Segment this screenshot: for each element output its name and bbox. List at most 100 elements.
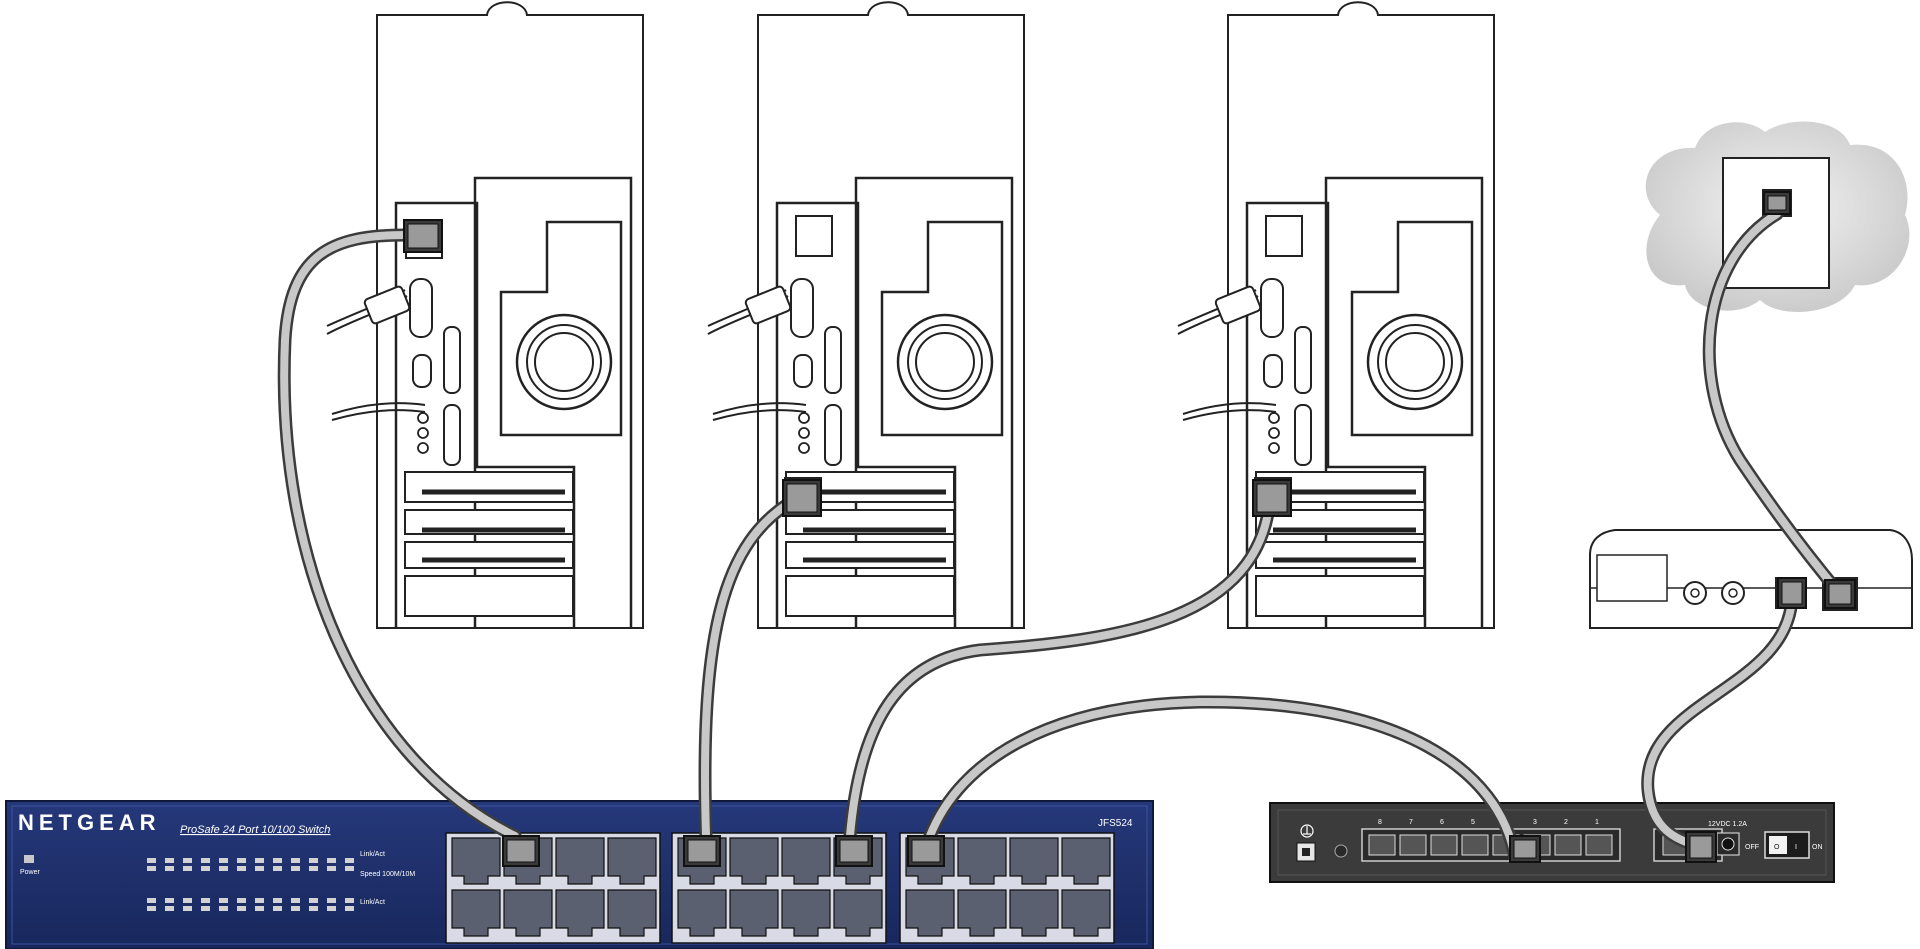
- status-led: [201, 898, 210, 903]
- status-led: [273, 906, 282, 911]
- ethernet-cables: [277, 207, 1847, 865]
- router-port-number: 3: [1533, 819, 1537, 826]
- switch-port[interactable]: [833, 889, 883, 937]
- status-led: [327, 866, 336, 871]
- switch-model: JFS524: [1098, 818, 1133, 829]
- router-port-number: 5: [1471, 819, 1475, 826]
- rj45-plug[interactable]: [1252, 479, 1292, 517]
- switch-port[interactable]: [781, 837, 831, 885]
- off-label: OFF: [1745, 844, 1759, 851]
- switch-port[interactable]: [451, 837, 501, 885]
- status-led: [219, 866, 228, 871]
- status-led: [273, 866, 282, 871]
- status-led: [147, 898, 156, 903]
- status-led: [309, 906, 318, 911]
- ethernet-cable-5: [1641, 589, 1799, 852]
- broadband-modem: [1589, 529, 1913, 629]
- computer-tower-3: [1177, 1, 1495, 629]
- status-led: [309, 858, 318, 863]
- dc-power-jack: [1716, 832, 1740, 856]
- router-lan-port[interactable]: [1585, 834, 1613, 856]
- status-led: [165, 898, 174, 903]
- router-lan-port[interactable]: [1430, 834, 1458, 856]
- switch-port[interactable]: [957, 837, 1007, 885]
- switch-port[interactable]: [905, 889, 955, 937]
- status-led: [201, 858, 210, 863]
- rj45-plug[interactable]: [1777, 577, 1807, 609]
- rj45-plug[interactable]: [907, 835, 945, 867]
- status-led: [183, 906, 192, 911]
- status-led: [255, 858, 264, 863]
- router-led: [1334, 844, 1348, 858]
- switch-port[interactable]: [729, 837, 779, 885]
- status-led: [237, 858, 246, 863]
- status-led: [327, 858, 336, 863]
- rj11-plug[interactable]: [1763, 191, 1791, 215]
- switch-port[interactable]: [555, 837, 605, 885]
- switch-port[interactable]: [781, 889, 831, 937]
- rj45-plug[interactable]: [1509, 835, 1541, 863]
- rj45-plug[interactable]: [835, 835, 873, 867]
- computer-tower-2: [707, 1, 1025, 629]
- fan-grille: [896, 313, 994, 411]
- switch-port[interactable]: [607, 837, 657, 885]
- switch-port[interactable]: [1061, 889, 1111, 937]
- rj45-plug[interactable]: [403, 219, 443, 253]
- ground-icon: [1300, 824, 1314, 838]
- wall-jack-plate: [1722, 157, 1830, 289]
- rj45-plug[interactable]: [1685, 831, 1717, 863]
- switch-port[interactable]: [677, 889, 727, 937]
- status-led: [327, 906, 336, 911]
- status-led: [309, 898, 318, 903]
- status-led: [219, 898, 228, 903]
- ethernet-cable-2: [698, 491, 805, 843]
- router-lan-port[interactable]: [1461, 834, 1489, 856]
- status-led: [273, 898, 282, 903]
- status-led: [345, 906, 354, 911]
- ethernet-cable-4: [923, 695, 1522, 865]
- status-led: [291, 866, 300, 871]
- switch-port[interactable]: [503, 889, 553, 937]
- router-port-number: 2: [1564, 819, 1568, 826]
- status-led: [165, 866, 174, 871]
- router-lan-port[interactable]: [1368, 834, 1396, 856]
- power-input-label: 12VDC 1.2A: [1708, 821, 1747, 828]
- status-led: [291, 898, 300, 903]
- rj45-plug[interactable]: [683, 835, 721, 867]
- status-led: [219, 906, 228, 911]
- status-led: [183, 898, 192, 903]
- switch-port[interactable]: [1009, 889, 1059, 937]
- power-switch[interactable]: O I: [1764, 831, 1810, 859]
- rj11-plug[interactable]: [1824, 579, 1856, 609]
- switch-power-led: Power: [20, 855, 41, 876]
- switch-port[interactable]: [451, 889, 501, 937]
- router-port-number: 7: [1409, 819, 1413, 826]
- switch-port[interactable]: [957, 889, 1007, 937]
- modem-label-panel: [1596, 554, 1668, 602]
- switch-port[interactable]: [607, 889, 657, 937]
- status-led: [147, 866, 156, 871]
- router-lan-port[interactable]: [1399, 834, 1427, 856]
- fan-grille: [515, 313, 613, 411]
- status-led: [183, 858, 192, 863]
- router-lan-port[interactable]: [1554, 834, 1582, 856]
- status-led: [327, 898, 336, 903]
- status-led: [273, 858, 282, 863]
- switch-port[interactable]: [729, 889, 779, 937]
- status-led: [237, 906, 246, 911]
- led-label-speed: Speed 100M/10M: [360, 871, 415, 878]
- status-led: [255, 898, 264, 903]
- rj45-plug[interactable]: [782, 479, 822, 517]
- switch-port[interactable]: [555, 889, 605, 937]
- switch-port[interactable]: [1061, 837, 1111, 885]
- rj45-plug[interactable]: [502, 835, 540, 867]
- status-led: [345, 898, 354, 903]
- ethernet-cable-1: [277, 228, 522, 843]
- switch-port[interactable]: [1009, 837, 1059, 885]
- switch-product-name: ProSafe 24 Port 10/100 Switch: [180, 824, 330, 836]
- netgear-switch: NETGEAR ProSafe 24 Port 10/100 Switch JF…: [5, 800, 1154, 949]
- computer-tower-1: [326, 1, 644, 629]
- svg-text:Power: Power: [20, 869, 41, 876]
- svg-text:I: I: [1795, 844, 1797, 851]
- cable-plugs: [403, 191, 1856, 867]
